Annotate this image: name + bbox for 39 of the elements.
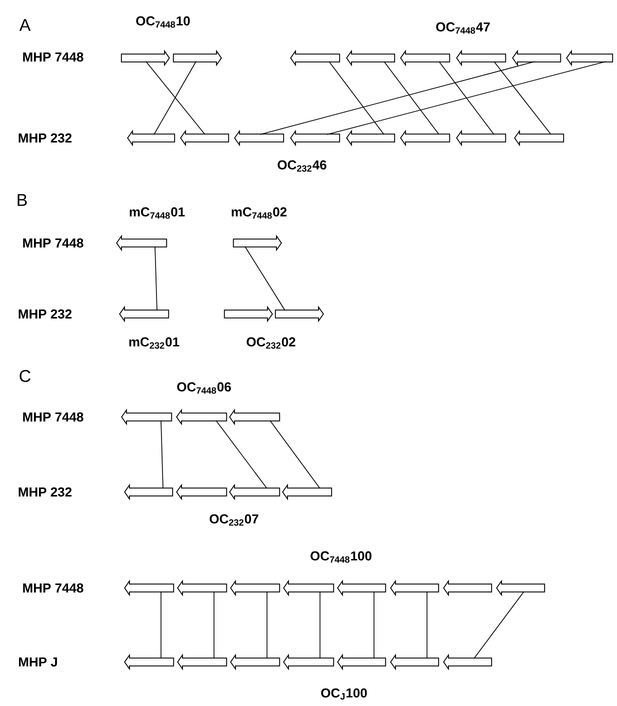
panel-letter: B [18,194,27,206]
cluster-label: OC$_{7448}$10 [136,16,190,28]
connector-line [216,420,268,489]
genome-label: MHP 232 [18,133,72,143]
cluster-label: OC$_{232}$02 [246,337,296,349]
connector-line [154,61,196,135]
connector-line [384,61,440,135]
connector-line [270,420,320,489]
connector-line [494,61,552,135]
cluster-label: OC$_{232}$46 [278,160,326,172]
connector-line [326,61,606,135]
connector-line [474,591,524,659]
genome-label: MHP 232 [18,487,72,497]
connector-line [260,61,536,135]
genome-label: MHP J [19,657,57,667]
cluster-label: mC$_{7448}$02 [232,207,287,219]
cluster-label: OC$_{7448}$100 [310,551,372,563]
connector-line [426,591,428,659]
connector-line [266,591,268,659]
cluster-label: OC$_{7448}$06 [177,382,231,394]
cluster-label: mC$_{7448}$01 [130,207,185,219]
connector-line [154,246,158,311]
genome-label: MHP 7448 [23,238,84,248]
connector-line [160,420,164,489]
genome-label: MHP 232 [18,309,72,319]
genome-label: MHP 7448 [23,583,84,593]
cluster-label: OC$_{7448}$47 [436,22,490,34]
genome-label: MHP 7448 [23,412,84,422]
connector-line [438,61,494,135]
cluster-label: OC$_{232}$07 [210,514,258,526]
panel-letter: C [20,370,30,382]
cluster-label: OC$_{J}$100 [321,688,367,700]
connector-line [160,591,162,659]
connector-line [328,61,384,135]
cluster-label: mC$_{232}$01 [129,337,180,349]
connector-line [244,246,286,311]
connector-line [146,61,206,135]
genome-label: MHP 7448 [23,52,84,62]
panel-letter: A [19,19,31,31]
